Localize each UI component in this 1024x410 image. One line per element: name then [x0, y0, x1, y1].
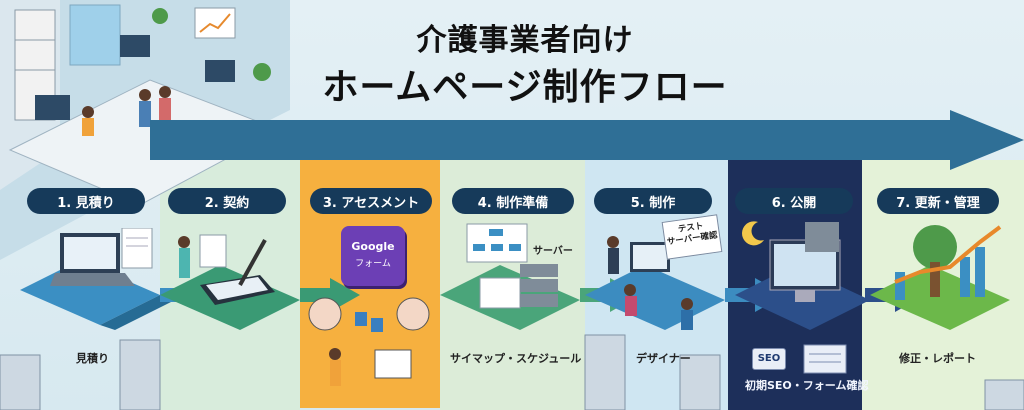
title-line2: ホームページ制作フロー: [322, 66, 728, 108]
laptop-icon: [50, 228, 153, 286]
title-line1: 介護事業者向け: [416, 23, 634, 58]
step-badge-1: 1. 見積り: [27, 188, 145, 214]
caption-step-4: サイマップ・スケジュール: [450, 352, 582, 365]
server-icon: [520, 264, 558, 307]
form-panel-icon: [803, 344, 847, 374]
google-form-sub: フォーム: [355, 259, 391, 269]
monitor-icon: [769, 222, 841, 302]
test-server-sign: テスト サーバー確認: [661, 214, 723, 260]
moon-icon: [742, 221, 764, 246]
google-form-icon: Google フォーム: [341, 226, 405, 286]
tree-icon: [894, 225, 1002, 300]
test-server-sign-text: テスト サーバー確認: [666, 221, 719, 248]
office-illustration: [0, 0, 290, 260]
page-title: 介護事業者向け ホームページ制作フロー: [290, 23, 760, 108]
tablet-sign-icon: [178, 234, 275, 305]
seo-badge: SEO: [752, 348, 786, 370]
step-badge-7: 7. 更新・管理: [877, 188, 999, 214]
designer-desk-icon: [607, 236, 693, 330]
server-label: サーバー: [533, 246, 573, 257]
sitemap-icon: [466, 223, 528, 309]
caption-step-7: 修正・レポート: [899, 352, 976, 365]
brain-icon: [308, 297, 430, 386]
step-badge-3: 3. アセスメント: [310, 188, 432, 214]
step-badge-4: 4. 制作準備: [452, 188, 574, 214]
caption-step-5: デザイナー: [636, 352, 691, 365]
step-badge-2: 2. 契約: [168, 188, 286, 214]
process-arrow: [150, 110, 1024, 170]
caption-step-1: 見積り: [76, 352, 109, 365]
step-badge-5: 5. 制作: [594, 188, 712, 214]
growth-chart-icon: [894, 225, 1002, 284]
google-form-title: Google: [351, 240, 395, 253]
step-badge-6: 6. 公開: [735, 188, 853, 214]
caption-step-6: 初期SEO・フォーム確認: [745, 379, 869, 392]
